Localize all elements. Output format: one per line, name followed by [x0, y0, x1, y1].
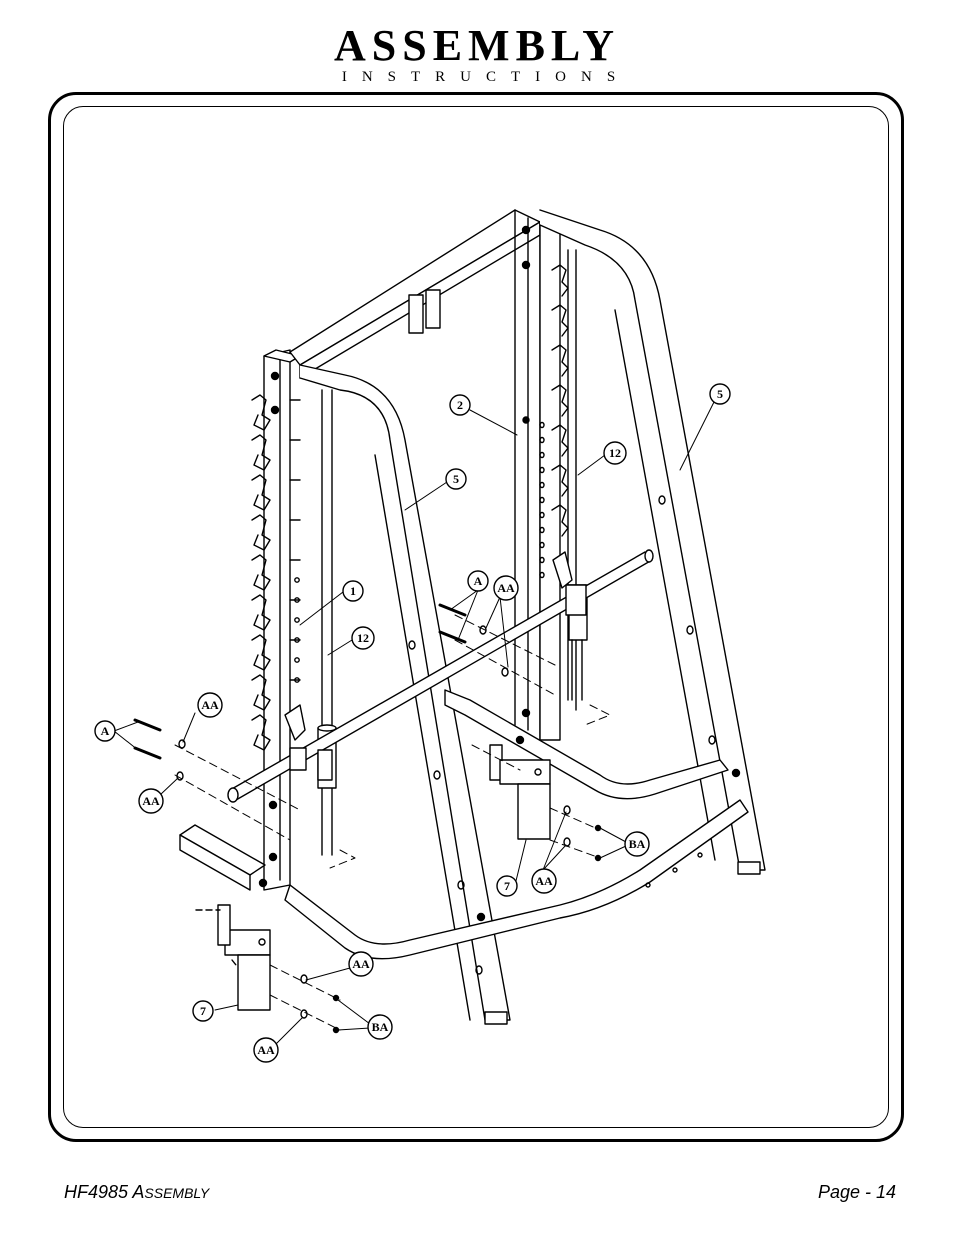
callout-label: AA — [201, 698, 219, 712]
callout-label: BA — [629, 837, 646, 851]
footer-doc-label: SSEMBLY — [144, 1185, 210, 1201]
footer-model-label: HF4985 ASSEMBLY — [64, 1182, 209, 1203]
callout-part-7-right: 7 — [496, 875, 518, 897]
callout-part-5-front: 5 — [445, 468, 467, 490]
front-arch-frame — [299, 364, 511, 1025]
callout-part-5-rear: 5 — [709, 383, 731, 405]
callout-label: BA — [372, 1020, 389, 1034]
left-foot-bracket — [179, 824, 271, 1011]
hardware-bolts — [133, 603, 602, 1034]
callout-part-1: 1 — [342, 580, 364, 602]
callout-hw-AA-6: AA — [253, 1037, 279, 1063]
callout-label: 12 — [357, 631, 369, 645]
callout-label: 2 — [457, 398, 463, 412]
callout-label: AA — [497, 581, 515, 595]
callout-hw-BA-right: BA — [624, 831, 650, 857]
page-subtitle: INSTRUCTIONS — [341, 69, 631, 85]
callout-label: AA — [535, 874, 553, 888]
callout-hw-BA-left: BA — [367, 1014, 393, 1040]
left-upright — [251, 349, 301, 891]
diagram-frame-inner — [63, 106, 889, 1128]
base-frame — [284, 689, 749, 960]
callout-label: AA — [257, 1043, 275, 1057]
leader-lines — [113, 399, 716, 1046]
top-rails — [289, 209, 541, 741]
callout-label: A — [474, 574, 483, 588]
diagram-frame-outer — [48, 92, 904, 1142]
callout-part-7-left: 7 — [192, 1000, 214, 1022]
callout-hw-A-left: A — [94, 720, 116, 742]
callout-part-12-right: 12 — [603, 441, 627, 465]
right-foot-bracket — [489, 735, 551, 840]
callout-label: 1 — [350, 584, 356, 598]
callouts: 1 12 5 2 12 5 A AA — [94, 383, 731, 1063]
page-title: ASSEMBLY — [333, 21, 621, 70]
page-header: ASSEMBLY INSTRUCTIONS — [0, 22, 954, 86]
callout-label: 5 — [717, 387, 723, 401]
footer-page-number: Page - 14 — [817, 1182, 896, 1202]
callout-hw-AA-1: AA — [197, 692, 223, 718]
callout-label: 5 — [453, 472, 459, 486]
callout-hw-AA-3: AA — [493, 575, 519, 601]
callout-label: AA — [142, 794, 160, 808]
callout-label: 7 — [504, 879, 510, 893]
callout-hw-AA-2: AA — [138, 788, 164, 814]
callout-label: 12 — [609, 446, 621, 460]
callout-part-12-left: 12 — [351, 626, 375, 650]
callout-hw-AA-5: AA — [348, 951, 374, 977]
callout-part-2: 2 — [449, 394, 471, 416]
right-upright — [539, 221, 588, 741]
left-guide-rod — [317, 389, 337, 856]
callout-hw-AA-4: AA — [531, 868, 557, 894]
callout-hw-A-mid: A — [467, 570, 489, 592]
callout-label: A — [101, 724, 110, 738]
callout-label: 7 — [200, 1004, 206, 1018]
footer-model: HF4985 A — [64, 1182, 145, 1202]
smith-bar — [227, 549, 654, 803]
callout-label: AA — [352, 957, 370, 971]
